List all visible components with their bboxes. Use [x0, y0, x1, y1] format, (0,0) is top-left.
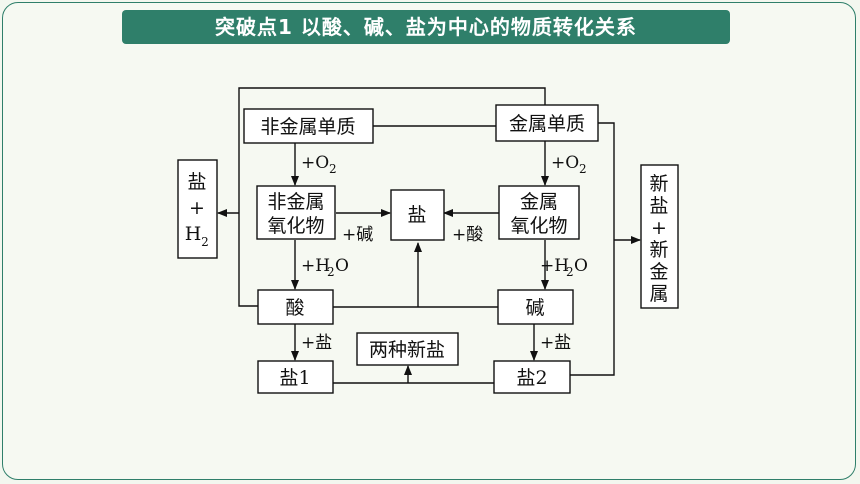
svg-text:+O: +O	[301, 153, 329, 173]
svg-text:两种新盐: 两种新盐	[369, 339, 445, 361]
svg-text:2: 2	[329, 162, 337, 176]
node-metal-oxide: 金属 氧化物	[498, 185, 580, 240]
label-plus-o2-left: +O 2	[301, 153, 337, 176]
svg-text:氧化物: 氧化物	[267, 215, 324, 237]
node-nonmetal-element: 非金属单质	[243, 108, 374, 144]
svg-text:+: +	[189, 197, 205, 219]
svg-text:2: 2	[201, 235, 209, 249]
svg-text:属: 属	[649, 283, 668, 305]
svg-text:2: 2	[327, 265, 335, 279]
svg-text:+O: +O	[551, 153, 579, 173]
line-salt2-right	[570, 240, 615, 376]
svg-text:金: 金	[649, 261, 668, 283]
loop-line-top	[238, 87, 546, 307]
label-plus-h2o-left: +H 2 O	[301, 256, 349, 279]
node-new-salt-new-metal: 新 盐 + 新 金 属	[640, 164, 679, 309]
svg-text:氧化物: 氧化物	[510, 215, 567, 237]
label-plus-acid: +酸	[452, 225, 483, 245]
svg-text:盐2: 盐2	[516, 367, 547, 389]
label-plus-h2o-right: +H 2 O	[540, 256, 588, 279]
svg-text:盐: 盐	[187, 171, 206, 193]
label-plus-base: +碱	[342, 225, 373, 245]
node-nonmetal-oxide: 非金属 氧化物	[256, 185, 336, 240]
node-two-new-salts: 两种新盐	[356, 332, 459, 366]
svg-text:O: O	[574, 256, 588, 276]
line-metal-right	[597, 122, 615, 240]
svg-text:+H: +H	[540, 256, 569, 276]
node-salt-center: 盐	[390, 189, 445, 241]
svg-text:O: O	[335, 256, 349, 276]
node-acid: 酸	[257, 289, 334, 325]
svg-text:碱: 碱	[525, 297, 544, 319]
svg-text:金属: 金属	[520, 191, 558, 213]
svg-text:盐: 盐	[649, 195, 668, 217]
page-title: 突破点1 以酸、碱、盐为中心的物质转化关系	[215, 15, 637, 39]
node-salt-plus-h2: 盐 + H 2	[177, 159, 218, 259]
node-salt2: 盐2	[493, 360, 571, 394]
label-plus-o2-right: +O 2	[551, 153, 587, 176]
svg-text:2: 2	[566, 265, 574, 279]
svg-text:酸: 酸	[285, 297, 304, 319]
svg-text:盐1: 盐1	[279, 367, 310, 389]
node-base: 碱	[497, 289, 574, 325]
svg-text:盐: 盐	[407, 204, 426, 226]
svg-text:2: 2	[579, 162, 587, 176]
svg-text:+: +	[651, 217, 667, 239]
svg-text:金属单质: 金属单质	[509, 113, 585, 135]
svg-text:新: 新	[649, 173, 668, 195]
label-plus-salt-right: +盐	[540, 333, 571, 353]
svg-text:H: H	[185, 223, 202, 245]
svg-text:非金属: 非金属	[267, 191, 324, 213]
node-metal-element: 金属单质	[495, 104, 599, 142]
svg-text:新: 新	[649, 239, 668, 261]
svg-text:+H: +H	[301, 256, 330, 276]
label-plus-salt-left: +盐	[301, 333, 332, 353]
node-salt1: 盐1	[257, 360, 334, 394]
svg-text:非金属单质: 非金属单质	[260, 116, 355, 138]
title-banner: 突破点1 以酸、碱、盐为中心的物质转化关系	[122, 10, 730, 44]
